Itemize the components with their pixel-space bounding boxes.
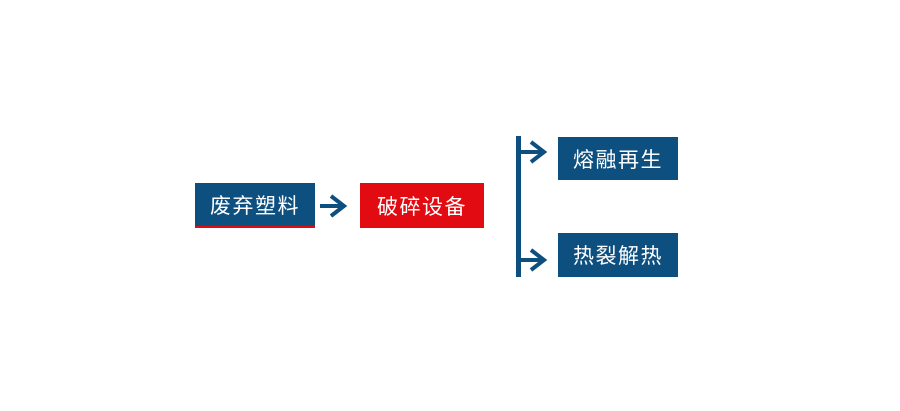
node-crushing-equipment: 破碎设备 xyxy=(360,183,484,228)
node-melt-regeneration: 熔融再生 xyxy=(558,137,678,180)
node-waste-plastic-label: 废弃塑料 xyxy=(210,194,300,218)
node-crushing-equipment-label: 破碎设备 xyxy=(377,195,467,219)
node-pyrolysis-label: 热裂解热 xyxy=(573,245,663,268)
arrow-right-icon xyxy=(320,194,348,218)
arrow-right-icon xyxy=(520,140,548,164)
node-melt-regeneration-label: 熔融再生 xyxy=(573,148,663,172)
node-pyrolysis: 热裂解热 xyxy=(558,233,678,277)
arrow-right-icon xyxy=(520,248,548,272)
node-waste-plastic: 废弃塑料 xyxy=(195,183,315,228)
branch-connector-line xyxy=(516,136,521,277)
